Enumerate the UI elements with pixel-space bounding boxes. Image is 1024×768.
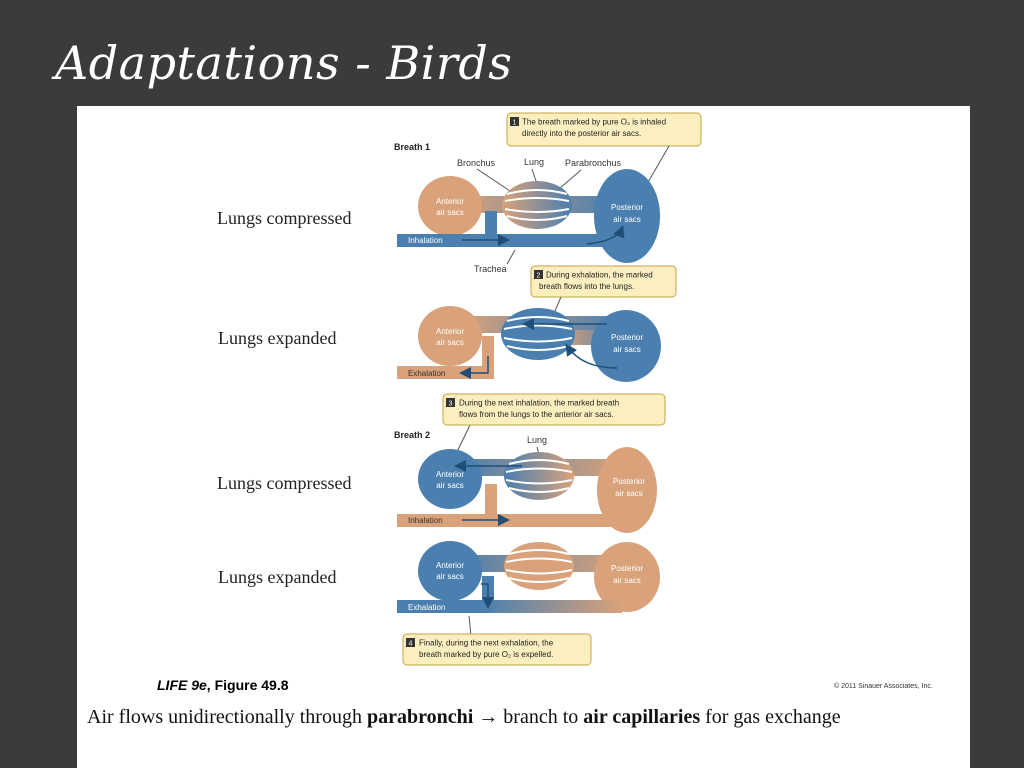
svg-text:2: 2 <box>537 273 541 280</box>
exhalation-label-2: Exhalation <box>408 603 445 612</box>
svg-text:directly into the posterior ai: directly into the posterior air sacs. <box>522 129 641 138</box>
air-sac-diagram: 1 The breath marked by pure O₂ is inhale… <box>394 112 702 666</box>
svg-text:Posterior: Posterior <box>611 564 643 573</box>
exhalation-label-1: Exhalation <box>408 369 445 378</box>
svg-text:Posterior: Posterior <box>613 477 645 486</box>
copyright-notice: © 2011 Sinauer Associates, Inc. <box>834 683 933 690</box>
inhalation-label-1: Inhalation <box>408 236 443 245</box>
diagram-row-2: Anterior air sacs Posterior air sacs Exh… <box>397 306 661 382</box>
callout-4: 4 Finally, during the next exhalation, t… <box>402 633 592 666</box>
svg-text:air sacs: air sacs <box>613 215 641 224</box>
row-label-4: Lungs expanded <box>218 567 337 587</box>
svg-text:During exhalation, the marked: During exhalation, the marked <box>546 271 653 280</box>
breath-1-label: Breath 1 <box>394 142 430 152</box>
row-label-1: Lungs compressed <box>217 208 352 228</box>
diagram-row-4: Anterior air sacs Posterior air sacs Exh… <box>397 541 660 637</box>
figure-reference: LIFE 9e, Figure 49.8 <box>157 677 289 693</box>
svg-text:air sacs: air sacs <box>436 481 464 490</box>
lung-label-1: Lung <box>524 157 544 167</box>
svg-text:air sacs: air sacs <box>436 338 464 347</box>
svg-text:air sacs: air sacs <box>615 489 643 498</box>
trachea-label: Trachea <box>474 264 507 274</box>
svg-text:1: 1 <box>513 120 517 127</box>
diagram-row-3: Breath 2 Lung Anterior air sacs Posterio… <box>394 430 657 533</box>
slide-title: Adaptations - Birds <box>55 36 513 90</box>
svg-text:Anterior: Anterior <box>436 327 464 336</box>
slide-caption: Air flows unidirectionally through parab… <box>87 706 841 728</box>
svg-text:The breath marked by pure O₂ i: The breath marked by pure O₂ is inhaled <box>522 118 666 127</box>
row-label-2: Lungs expanded <box>218 328 337 348</box>
callout-3: 3 During the next inhalation, the marked… <box>442 393 666 457</box>
svg-text:Finally, during the next exhal: Finally, during the next exhalation, the <box>419 639 554 648</box>
svg-text:Anterior: Anterior <box>436 561 464 570</box>
svg-text:Posterior: Posterior <box>611 333 643 342</box>
diagram-row-1: Breath 1 Bronchus Lung Parabronchus Ante… <box>394 142 660 274</box>
callout-2: 2 During exhalation, the marked breath f… <box>530 265 677 319</box>
svg-text:breath marked by pure O₂ is ex: breath marked by pure O₂ is expelled. <box>419 650 553 659</box>
svg-text:Posterior: Posterior <box>611 203 643 212</box>
svg-text:3: 3 <box>449 401 453 408</box>
bronchus-label: Bronchus <box>457 158 496 168</box>
svg-text:4: 4 <box>409 641 413 648</box>
inhalation-label-2: Inhalation <box>408 516 443 525</box>
svg-text:air sacs: air sacs <box>436 208 464 217</box>
svg-text:Anterior: Anterior <box>436 470 464 479</box>
svg-text:During the next inhalation, th: During the next inhalation, the marked b… <box>459 399 619 408</box>
svg-text:flows from the lungs to the an: flows from the lungs to the anterior air… <box>459 410 614 419</box>
callout-1: 1 The breath marked by pure O₂ is inhale… <box>506 112 702 185</box>
row-label-3: Lungs compressed <box>217 473 352 493</box>
svg-text:Anterior: Anterior <box>436 197 464 206</box>
figure-panel: Lungs compressed Lungs expanded Lungs co… <box>77 106 970 768</box>
svg-text:air sacs: air sacs <box>436 572 464 581</box>
svg-text:breath flows into the lungs.: breath flows into the lungs. <box>539 282 634 291</box>
svg-text:air sacs: air sacs <box>613 576 641 585</box>
svg-text:air sacs: air sacs <box>613 345 641 354</box>
breath-2-label: Breath 2 <box>394 430 430 440</box>
lung-label-2: Lung <box>527 435 547 445</box>
parabronchus-label: Parabronchus <box>565 158 622 168</box>
